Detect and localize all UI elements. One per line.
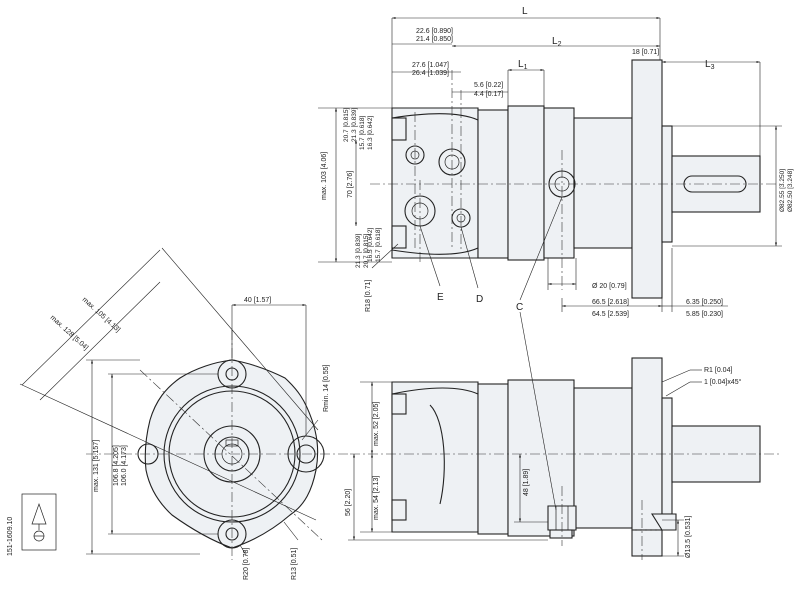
end-cap-bolt-upper <box>391 117 407 141</box>
dim-106-0: 106.0 [4.173] <box>121 445 128 486</box>
port-label-e: E <box>437 292 444 303</box>
dim-26-4: 26.4 [1.039] <box>412 70 449 77</box>
dim-r18: R18 [0.71] <box>365 280 372 312</box>
dim-64-5: 64.5 [2.539] <box>592 311 629 318</box>
side-bolt-lower <box>391 499 407 521</box>
port-label-d: D <box>476 294 483 305</box>
dim-5-6: 5.6 [0.22] <box>474 82 503 89</box>
dim-max-54: max. 54 [2.13] <box>373 476 380 520</box>
side-bearing-housing <box>573 387 633 529</box>
dim-16-3-lower: 16.3 [0.642] <box>367 227 374 262</box>
end-view: 40 [1.57] max. 128 [5.04] max. 105 [4.13… <box>19 247 350 580</box>
dim-21-3-lower: 21.3 [0.839] <box>355 233 362 268</box>
port-label-c: C <box>516 302 523 313</box>
dim-5-85: 5.85 [0.230] <box>686 311 723 318</box>
dim-15-7-lower: 15.7 [0.618] <box>375 227 382 262</box>
dim-15-7-upper: 15.7 [0.618] <box>359 115 366 150</box>
bearing-housing <box>573 117 633 249</box>
dim-phi-20: Ø 20 [0.79] <box>592 283 627 290</box>
dim-rmin-14: Rmin. 14 [0.55] <box>323 364 330 412</box>
top-view: L L2 18 [0.71] L1 L3 22.6 [0.890] 21.4 [… <box>318 6 794 318</box>
dim-phi-13-5: Ø13.5 [0.531] <box>685 516 692 558</box>
side-mid-section <box>477 383 509 535</box>
dim-106-8: 106.8 [4.205] <box>113 445 120 486</box>
dim-48: 48 [1.89] <box>523 469 530 496</box>
drawing-code-block: 151-1609.10 <box>7 493 57 556</box>
dim-l1-label: L1 <box>518 59 528 71</box>
motor-gerotor-section <box>507 105 545 261</box>
dim-max-105: max. 105 [4.13] <box>81 296 122 334</box>
side-flange <box>631 357 663 531</box>
dim-82-55: Ø82.55 [3.250] <box>779 169 786 212</box>
dim-18: 18 [0.71] <box>632 49 659 56</box>
side-port-plug <box>549 529 573 539</box>
dim-21-3-upper: 21.3 [0.839] <box>351 107 358 142</box>
dim-6-35: 6.35 [0.250] <box>686 299 723 306</box>
drain-port-d-upper <box>405 145 425 165</box>
mounting-flange <box>631 59 663 299</box>
dim-20-7-upper: 20.7 [0.815] <box>343 107 350 142</box>
dim-max-52: max. 52 [2.05] <box>373 402 380 446</box>
drawing-code: 151-1609.10 <box>7 517 14 556</box>
port-symbol-box <box>21 493 57 551</box>
dim-l2-label: L2 <box>552 36 562 48</box>
dim-21-4: 21.4 [0.850] <box>416 36 453 43</box>
dim-56: 56 [2.20] <box>345 489 352 516</box>
dim-4-4: 4.4 [0.17] <box>474 91 503 98</box>
dim-max-131: max. 131 [5.157] <box>93 440 100 492</box>
side-pilot <box>661 397 673 515</box>
dim-27-6: 27.6 [1.047] <box>412 62 449 69</box>
side-bolt-upper <box>391 393 407 415</box>
side-view: R1 [0.04] 1 [0.04]x45° max. 52 [2.05] ma… <box>345 311 780 560</box>
dim-20-7-lower: 20.7 [0.815] <box>363 233 370 268</box>
dim-66-5: 66.5 [2.618] <box>592 299 629 306</box>
dim-82-50: Ø82.50 [3.248] <box>787 169 794 212</box>
dim-1x45: 1 [0.04]x45° <box>704 378 742 386</box>
dim-22-6: 22.6 [0.890] <box>416 28 453 35</box>
dim-r1: R1 [0.04] <box>704 367 732 374</box>
dim-max-128: max. 128 [5.04] <box>49 314 90 352</box>
side-flange-ear-section <box>631 529 663 557</box>
dim-70: 70 [2.76] <box>347 171 354 198</box>
dim-16-3-upper: 16.3 [0.642] <box>367 115 374 150</box>
dim-l3-label: L3 <box>705 59 715 71</box>
dim-max-103: max. 103 [4.06] <box>321 152 328 200</box>
dim-l-label: L <box>522 6 528 17</box>
dim-r13: R13 [0.51] <box>291 548 298 580</box>
end-cap-bolt-lower <box>391 225 407 249</box>
dim-r20: R20 [0.78] <box>243 548 250 580</box>
dim-40: 40 [1.57] <box>244 297 271 304</box>
